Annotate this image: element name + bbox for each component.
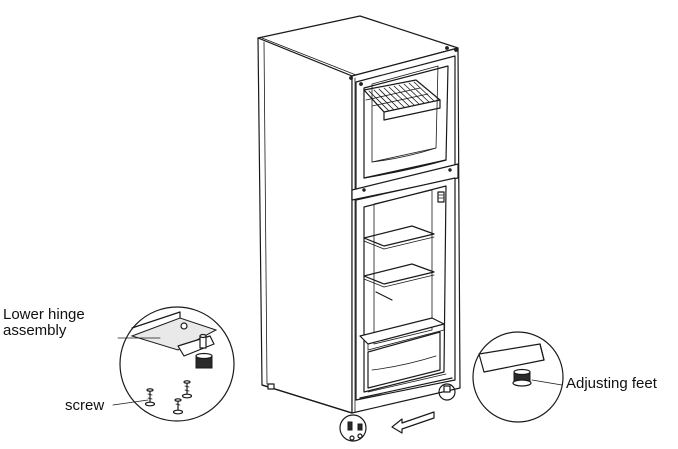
hinge-callout-ring <box>339 414 367 442</box>
cabinet-base <box>261 383 451 441</box>
cabinet-side <box>257 37 353 414</box>
foot-icon <box>443 385 451 393</box>
control-panel-icon <box>437 191 445 203</box>
feet-detail-view <box>472 331 564 423</box>
screw-icon <box>144 388 156 407</box>
screw-label: screw <box>65 397 105 414</box>
lower-hinge-assembly-label: Lower hinge assembly <box>3 307 85 339</box>
lower-hinge-label-line1: Lower hinge <box>3 306 85 323</box>
screw-icon <box>172 398 184 415</box>
adjusting-feet-label: Adjusting feet <box>566 375 657 392</box>
hinge-detail-view <box>112 306 235 422</box>
foot-icon <box>267 383 275 390</box>
screw-icon <box>181 380 193 399</box>
compartment-divider <box>351 163 459 201</box>
fridge-compartment <box>355 177 456 401</box>
feet-callout-ring <box>438 383 456 401</box>
screw-leader-line <box>112 399 149 406</box>
freezer-wire-shelf <box>363 79 441 121</box>
door-swing-arrow <box>391 411 435 434</box>
feet-leader-line <box>531 379 563 386</box>
glass-shelf <box>363 225 435 250</box>
crisper-drawer <box>367 331 441 389</box>
glass-shelf <box>363 263 435 301</box>
lower-hinge-label-line2: assembly <box>3 322 67 339</box>
